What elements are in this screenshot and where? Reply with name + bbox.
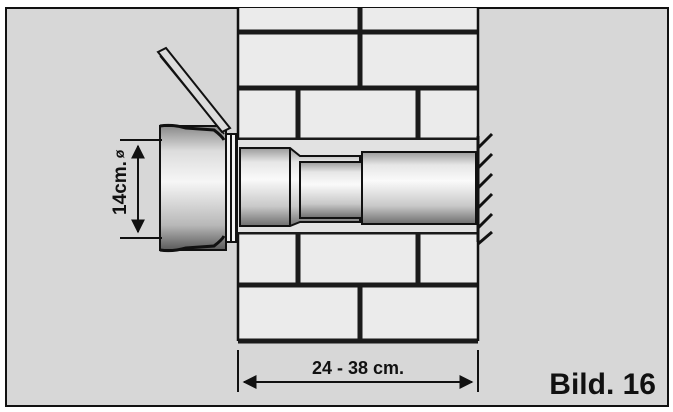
figure-label: Bild. 16 [549,368,656,401]
pipe-narrow-section [299,161,363,219]
wall-thickness-label: 24 - 38 cm. [312,358,404,378]
wall-thickness-dimension [237,350,479,392]
inside-collar [159,123,237,253]
pipe-outer-sleeve [361,151,477,225]
outside-grille [476,132,494,246]
duct-pipe [239,147,477,227]
diameter-dimension [120,139,162,239]
diameter-symbol: ø [111,149,127,158]
flap-lever [156,46,232,135]
diameter-label: 14cm. [110,161,131,215]
collar-body [159,125,227,251]
